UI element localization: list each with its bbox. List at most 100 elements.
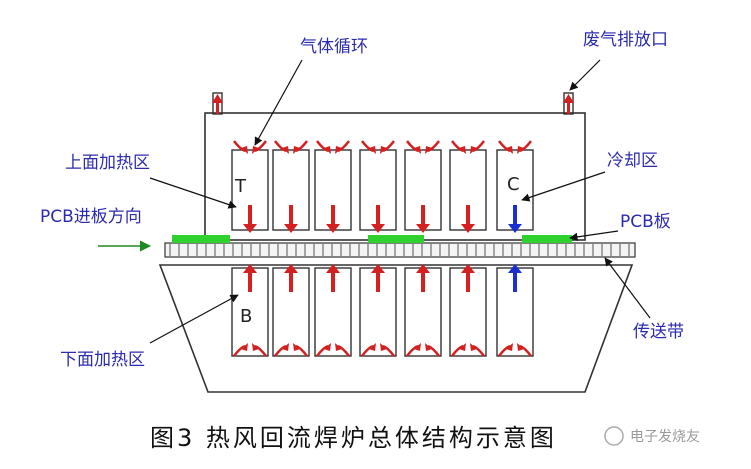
down-airflow-arrow-shaft bbox=[248, 205, 252, 224]
zone-letter-cooling: C bbox=[507, 174, 520, 195]
up-airflow-arrow bbox=[243, 264, 257, 292]
lower-circulation-curl bbox=[451, 343, 485, 357]
lower-circulation-curl-head-left bbox=[241, 343, 248, 351]
lower-circulation-curl-head-left bbox=[282, 343, 289, 351]
label-gas-circulation: 气体循环 bbox=[300, 37, 368, 57]
leader-upper-heating bbox=[149, 177, 237, 209]
up-airflow-arrow-shaft bbox=[513, 273, 517, 292]
label-exhaust-port: 废气排放口 bbox=[583, 30, 668, 50]
lower-circulation-curl-head-left bbox=[506, 343, 513, 351]
label-pcb-entry-direction: PCB进板方向 bbox=[40, 207, 142, 227]
label-conveyor-belt: 传送带 bbox=[633, 322, 684, 342]
label-upper-heating-zone: 上面加热区 bbox=[65, 153, 150, 173]
down-airflow-arrow bbox=[416, 205, 430, 233]
upper-circulation-curl bbox=[233, 140, 267, 154]
down-airflow-arrow-head bbox=[284, 224, 298, 233]
lower-circulation-curl-head-right bbox=[293, 343, 300, 351]
lower-heater-panel bbox=[404, 267, 442, 357]
watermark-logo-icon bbox=[604, 426, 624, 446]
upper-circulation-curl bbox=[451, 140, 485, 154]
lower-circulation-curl-head-left bbox=[414, 343, 421, 351]
upper-circulation-curl-head-left bbox=[459, 146, 466, 154]
upper-circulation-curl-head-right bbox=[380, 146, 387, 154]
lower-circulation-curl bbox=[406, 343, 440, 357]
lower-circulation-curl-head-right bbox=[517, 343, 524, 351]
zone-letter-top: T bbox=[234, 176, 247, 197]
down-airflow-arrow-head bbox=[326, 224, 340, 233]
lower-circulation-curl-head-right bbox=[425, 343, 432, 351]
down-airflow-arrow-head bbox=[461, 224, 475, 233]
leader-gas-circulation bbox=[254, 59, 303, 146]
upper-circulation-curl bbox=[498, 140, 532, 154]
upper-circulation-curl-head-right bbox=[293, 146, 300, 154]
upper-circulation-curl-head-left bbox=[369, 146, 376, 154]
upper-circulation-curl-head-right bbox=[517, 146, 524, 154]
upper-circulation-curl-head-right bbox=[252, 146, 259, 154]
watermark: 电子发烧友 bbox=[604, 426, 700, 446]
down-airflow-arrow bbox=[461, 205, 475, 233]
down-airflow-arrow-shaft bbox=[421, 205, 425, 224]
lower-circulation-curl-head-left bbox=[369, 343, 376, 351]
up-airflow-arrow-head bbox=[243, 264, 257, 273]
lower-circulation-curl-head-left bbox=[459, 343, 466, 351]
up-airflow-arrow-shaft bbox=[331, 273, 335, 292]
label-pcb-board: PCB板 bbox=[620, 212, 671, 232]
down-airflow-arrow-shaft bbox=[513, 205, 517, 224]
up-airflow-arrow bbox=[284, 264, 298, 292]
up-airflow-arrow-shaft bbox=[289, 273, 293, 292]
upper-circulation-curl-head-left bbox=[324, 146, 331, 154]
pcb-board-1 bbox=[172, 235, 230, 243]
lower-housing bbox=[158, 264, 634, 393]
conveyor-belt-ticks bbox=[169, 244, 630, 256]
up-airflow-arrow-shaft bbox=[466, 273, 470, 292]
up-airflow-arrow-head bbox=[284, 264, 298, 273]
upper-circulation-curl-head-right bbox=[335, 146, 342, 154]
down-airflow-arrow-shaft bbox=[289, 205, 293, 224]
upper-circulation-curl-head-right bbox=[425, 146, 432, 154]
watermark-text: 电子发烧友 bbox=[630, 429, 700, 445]
leader-conveyor bbox=[604, 257, 651, 319]
down-airflow-arrow-head bbox=[508, 224, 522, 233]
up-airflow-arrow-shaft bbox=[376, 273, 380, 292]
upper-circulation-curl bbox=[406, 140, 440, 154]
figure-caption: 图3 热风回流焊炉总体结构示意图 bbox=[150, 424, 557, 452]
upper-circulation-curl-head-left bbox=[414, 146, 421, 154]
leader-lower-heating bbox=[149, 294, 239, 344]
upper-circulation-curl bbox=[361, 140, 395, 154]
zone-letter-bottom: B bbox=[240, 306, 252, 327]
up-airflow-arrow bbox=[508, 264, 522, 292]
lower-circulation-curl bbox=[361, 343, 395, 357]
lower-circulation-curl-head-right bbox=[380, 343, 387, 351]
leader-pcb-board bbox=[569, 230, 619, 242]
leader-cooling bbox=[521, 171, 606, 202]
up-airflow-arrow-head bbox=[416, 264, 430, 273]
lower-circulation-curl bbox=[274, 343, 308, 357]
exhaust-arrow-right bbox=[563, 94, 574, 114]
lower-circulation-curl-head-right bbox=[252, 343, 259, 351]
lower-circulation-curl-head-right bbox=[470, 343, 477, 351]
up-airflow-arrow-shaft bbox=[421, 273, 425, 292]
up-airflow-arrow-head bbox=[371, 264, 385, 273]
down-airflow-arrow-shaft bbox=[331, 205, 335, 224]
airflow-arrows bbox=[233, 140, 532, 357]
upper-circulation-curl-head-left bbox=[241, 146, 248, 154]
label-cooling-zone: 冷却区 bbox=[607, 151, 658, 171]
upper-circulation-curl-head-left bbox=[282, 146, 289, 154]
lower-circulation-curl bbox=[316, 343, 350, 357]
down-airflow-arrow bbox=[243, 205, 257, 233]
down-airflow-arrow-shaft bbox=[376, 205, 380, 224]
leader-exhaust-port bbox=[569, 59, 601, 91]
upper-circulation-curl bbox=[274, 140, 308, 154]
up-airflow-arrow-head bbox=[461, 264, 475, 273]
down-airflow-arrow bbox=[284, 205, 298, 233]
down-airflow-arrow-head bbox=[416, 224, 430, 233]
up-airflow-arrow bbox=[371, 264, 385, 292]
up-airflow-arrow-head bbox=[508, 264, 522, 273]
up-airflow-arrow bbox=[461, 264, 475, 292]
upper-circulation-curl-head-left bbox=[506, 146, 513, 154]
up-airflow-arrow bbox=[416, 264, 430, 292]
up-airflow-arrow-shaft bbox=[248, 273, 252, 292]
up-airflow-arrow-head bbox=[326, 264, 340, 273]
pcb-board-2 bbox=[368, 235, 424, 243]
